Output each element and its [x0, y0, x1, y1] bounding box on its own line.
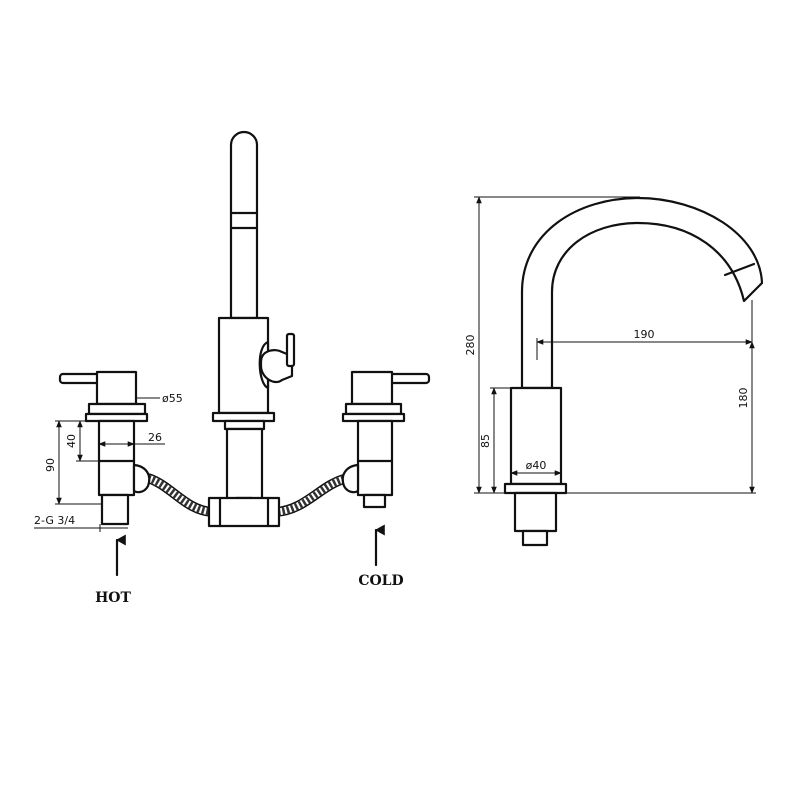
cold-hose: [275, 474, 346, 517]
dim-phi55: ø55: [162, 392, 183, 405]
hot-hose: [146, 473, 213, 517]
cold-indicator: COLD: [358, 524, 404, 589]
side-view: 280 85 ø40 190 180: [464, 196, 764, 547]
dim-phi40: ø40: [526, 459, 547, 472]
dim-190: 190: [634, 328, 655, 341]
dim-85: 85: [479, 434, 492, 448]
front-view: ø55 26 40 90 2-G 3/4 HOT COLD: [34, 130, 431, 606]
hot-indicator: HOT: [95, 534, 132, 606]
dim-26: 26: [148, 431, 162, 444]
dim-280: 280: [464, 335, 477, 356]
cold-label: COLD: [358, 573, 403, 589]
cold-valve: [341, 370, 431, 509]
dim-180: 180: [737, 388, 750, 409]
center-spout: [207, 130, 296, 528]
dim-thread: 2-G 3/4: [34, 514, 75, 527]
hot-valve: [58, 370, 151, 526]
hot-label: HOT: [95, 590, 131, 606]
side-spout: [503, 196, 764, 547]
dim-90: 90: [44, 458, 57, 472]
dim-40: 40: [65, 434, 78, 448]
front-dimensions: ø55 26 40 90 2-G 3/4: [34, 392, 183, 532]
side-dimensions: 280 85 ø40 190 180: [464, 196, 756, 494]
